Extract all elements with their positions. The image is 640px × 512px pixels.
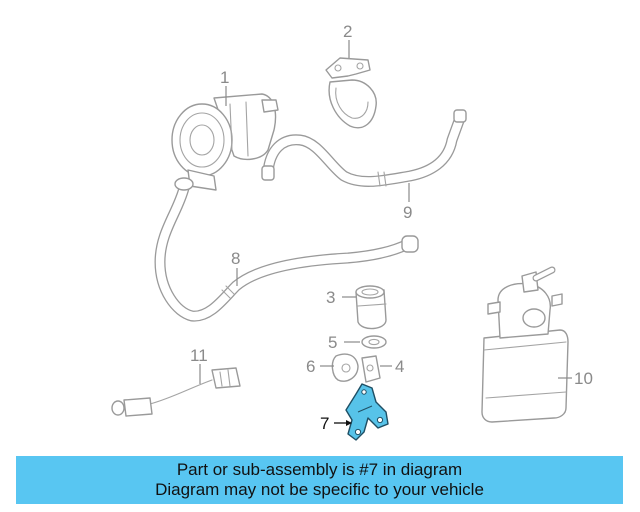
- callout-4: 4: [395, 357, 404, 376]
- callout-10: 10: [574, 369, 593, 388]
- callout-1: 1: [220, 68, 229, 87]
- callout-7: 7: [320, 414, 329, 433]
- part-10-canister[interactable]: [481, 266, 569, 423]
- part-11-oxygen-sensor[interactable]: [111, 367, 241, 417]
- parts-diagram: 2 1 9 8 3: [111, 22, 593, 441]
- callout-9: 9: [403, 203, 412, 222]
- part-7-bracket-highlighted[interactable]: [345, 383, 389, 441]
- part-6-flange[interactable]: [331, 353, 359, 382]
- leader-7-arrowhead: [346, 420, 352, 426]
- callout-6: 6: [306, 357, 315, 376]
- part-2-bracket[interactable]: [325, 57, 377, 129]
- info-banner: Part or sub-assembly is #7 in diagram Di…: [16, 456, 623, 504]
- callout-5: 5: [328, 333, 337, 352]
- callout-3: 3: [326, 288, 335, 307]
- part-1-air-pump[interactable]: [171, 93, 279, 191]
- callout-11: 11: [190, 346, 208, 365]
- banner-line-2: Diagram may not be specific to your vehi…: [155, 480, 484, 499]
- part-8-hose[interactable]: [154, 177, 419, 322]
- part-5-gasket[interactable]: [361, 335, 387, 349]
- callout-2: 2: [343, 22, 352, 41]
- banner-line-1: Part or sub-assembly is #7 in diagram: [176, 460, 463, 479]
- part-3-valve[interactable]: [355, 285, 387, 330]
- part-9-hose[interactable]: [261, 109, 467, 187]
- callout-8: 8: [231, 249, 240, 268]
- part-4-flange[interactable]: [361, 355, 381, 383]
